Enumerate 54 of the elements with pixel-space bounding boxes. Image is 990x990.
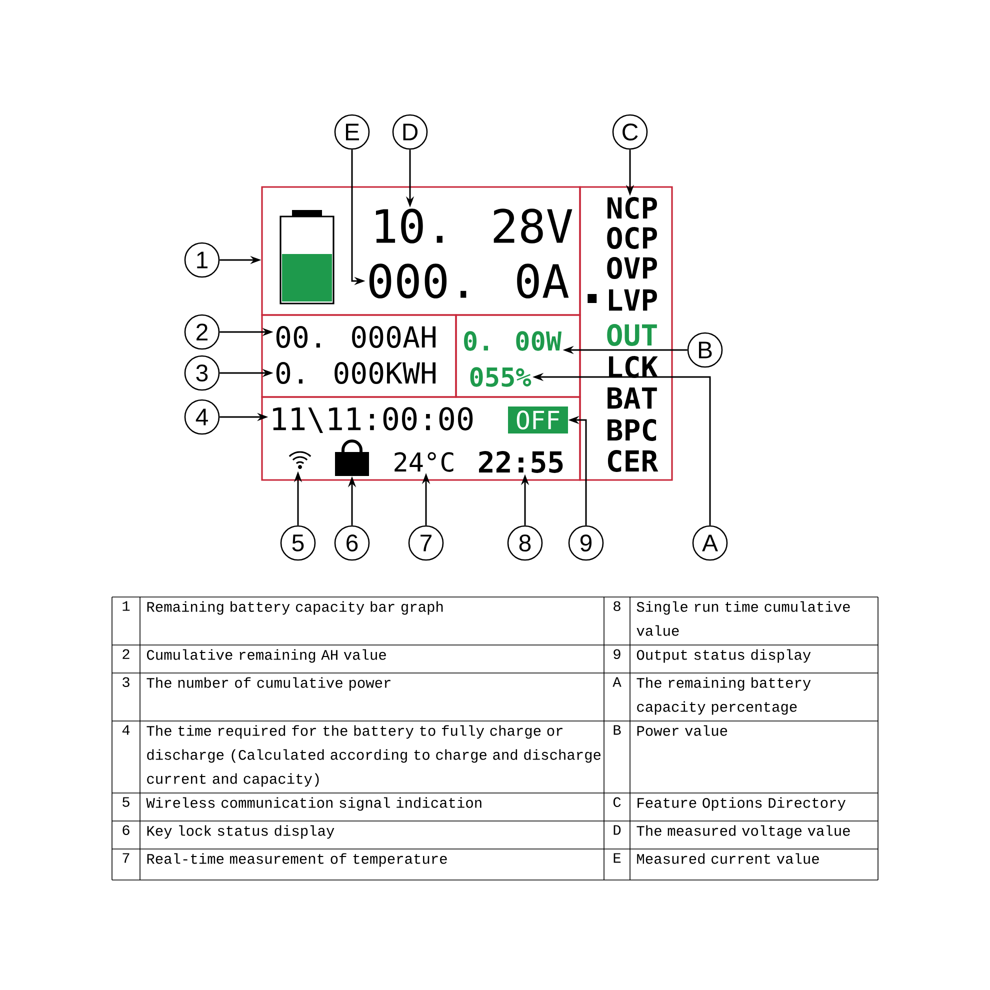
row-number: 6 — [122, 825, 130, 836]
row-number: 3 — [122, 677, 130, 688]
description-text: Output status display — [636, 649, 811, 663]
menu-item: CER — [608, 450, 658, 472]
display-panel — [261, 314, 457, 398]
description-text: Real-time measurement of temperature — [147, 853, 447, 867]
wifi-icon — [288, 451, 312, 469]
description-text: The measured voltage value — [636, 825, 850, 839]
row-number: 4 — [122, 725, 130, 735]
menu-item: NCP — [608, 197, 657, 219]
row-number: C — [613, 797, 621, 808]
display-panel — [579, 186, 673, 481]
battery-icon — [280, 210, 334, 304]
row-number: D — [614, 825, 621, 835]
menu-item: OVP — [607, 257, 657, 279]
description-text: Wireless communication signal indication — [146, 797, 482, 811]
description-text: Key lock status display — [147, 825, 334, 839]
menu-item: OUT — [607, 324, 657, 346]
description-text: Single run time cumulative value — [636, 601, 850, 636]
row-number: 9 — [614, 649, 620, 660]
capacity-reading: 00. 000AH — [276, 326, 436, 348]
row-number: 1 — [122, 601, 130, 611]
description-text: Measured current value — [637, 853, 819, 864]
description-text: Remaining battery capacity bar graph — [147, 601, 443, 615]
description-text: The remaining battery capacity percentage — [636, 677, 811, 715]
description-text: The time required for the battery to fully charge or discharge (Calculated according to charge and discharge current and capacity) — [146, 725, 601, 787]
description-text: Cumulative remaining AH value — [147, 649, 386, 663]
run-time-reading: 22:55 — [479, 451, 563, 473]
row-number: E — [614, 853, 621, 863]
current-reading: 000. 0A — [369, 264, 569, 298]
power-reading: 0. 00W — [464, 331, 562, 351]
voltage-reading: 10. 28V — [376, 208, 572, 244]
display-panel — [261, 396, 581, 481]
row-number: 8 — [614, 601, 620, 612]
percentage-reading: 055% — [470, 367, 532, 387]
description-text: The number of cumulative power — [146, 677, 390, 691]
menu-item: OCP — [607, 227, 657, 249]
row-number: A — [612, 677, 622, 687]
row-number: B — [614, 725, 621, 735]
display-panel — [261, 186, 581, 316]
menu-item: BPC — [608, 419, 656, 441]
menu-item: BAT — [608, 387, 657, 409]
description-text: Feature Options Directory — [638, 797, 846, 811]
row-number: 5 — [122, 797, 130, 807]
energy-reading: 0. 000KWH — [276, 362, 436, 384]
row-number: 7 — [122, 853, 130, 863]
temperature-reading: 24°C — [394, 452, 454, 472]
lock-icon — [335, 440, 369, 476]
display-panel — [455, 314, 581, 398]
row-number: 2 — [122, 649, 130, 659]
description-text: Power value — [637, 725, 728, 736]
time-reading: 11\11:00:00 — [273, 407, 473, 433]
status-indicator: OFF — [508, 406, 568, 434]
menu-item: LVP — [609, 289, 657, 311]
